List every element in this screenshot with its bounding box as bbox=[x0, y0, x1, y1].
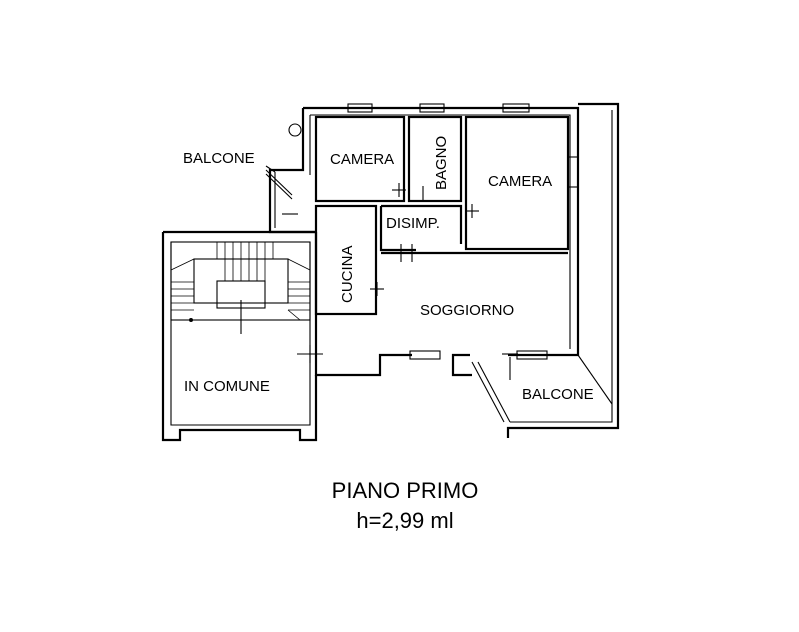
room-label-camera-right: CAMERA bbox=[488, 173, 552, 190]
floor-title: PIANO PRIMO bbox=[332, 478, 479, 503]
balcone-right bbox=[409, 102, 620, 438]
room-label-soggiorno: SOGGIORNO bbox=[420, 302, 514, 319]
room-label-bagno: BAGNO bbox=[433, 136, 450, 190]
balcone-left bbox=[265, 169, 293, 228]
door-marks bbox=[282, 183, 518, 380]
room-label-cucina: CUCINA bbox=[339, 245, 356, 303]
column-marker bbox=[288, 123, 302, 137]
room-label-disimpegno: DISIMP. bbox=[386, 215, 440, 232]
room-label-balcone-right: BALCONE bbox=[522, 386, 594, 403]
room-label-in-comune: IN COMUNE bbox=[184, 378, 270, 395]
interior-walls bbox=[314, 115, 570, 316]
room-label-camera-left: CAMERA bbox=[330, 151, 394, 168]
room-label-balcone-left: BALCONE bbox=[183, 150, 255, 167]
ceiling-height: h=2,99 ml bbox=[356, 508, 453, 533]
stair-block bbox=[161, 230, 318, 442]
